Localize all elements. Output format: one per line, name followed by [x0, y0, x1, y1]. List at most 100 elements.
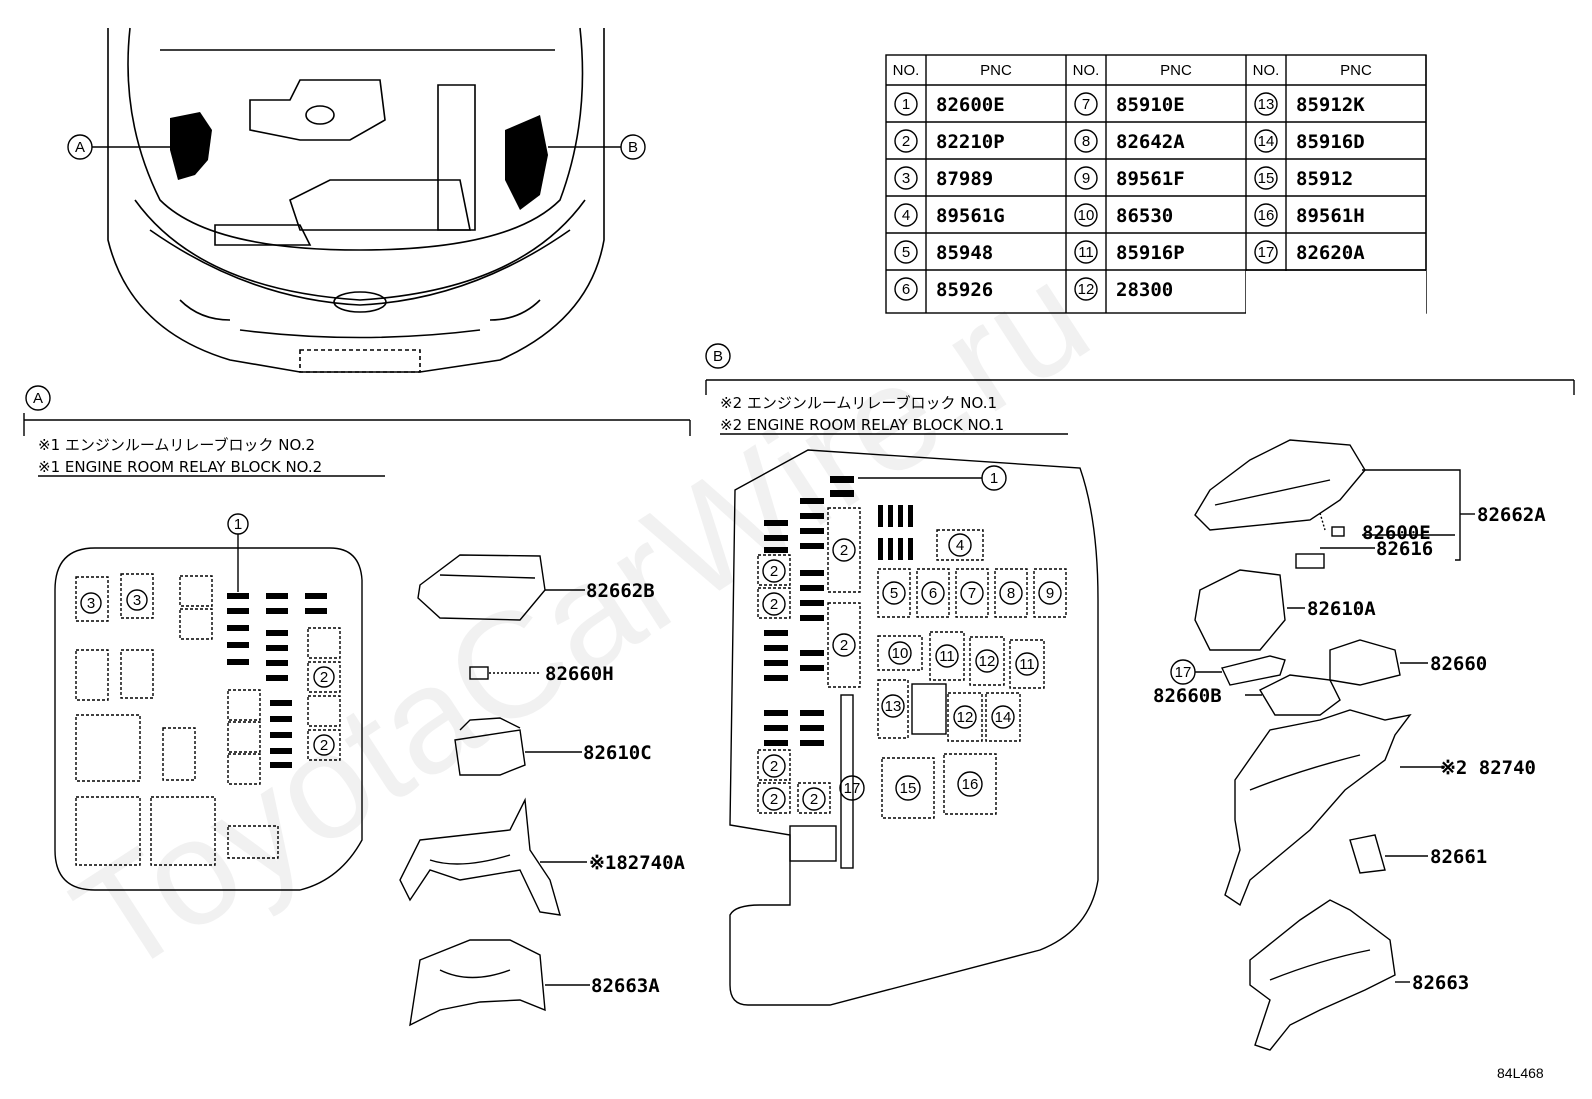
slot-b-2e: 2 — [770, 758, 778, 775]
slot-b-2a: 2 — [840, 542, 848, 559]
table-pnc: 85948 — [936, 242, 993, 264]
table-no-circle — [1074, 240, 1098, 264]
table-pnc: 85912 — [1296, 168, 1353, 190]
part-82616: 82616 — [1376, 538, 1433, 560]
slot-b-2d: 2 — [770, 596, 778, 613]
table-pnc: 85916D — [1296, 131, 1365, 153]
table-pnc: 89561F — [1116, 168, 1185, 190]
table-no: 4 — [902, 207, 910, 224]
part-82662B: 82662B — [586, 580, 655, 602]
table-no: 14 — [1258, 133, 1275, 150]
part-82660B: 82660B — [1153, 685, 1222, 707]
slot-a-2b: 2 — [320, 737, 328, 754]
table-pnc: 82210P — [936, 131, 1005, 153]
slot-b-2f: 2 — [770, 791, 778, 808]
table-no-circle — [1254, 166, 1278, 190]
section-b-label: B — [713, 348, 723, 365]
relay-block-no1-layout — [729, 449, 1099, 1006]
fuses-block-b — [764, 476, 913, 746]
section-b-bracket — [705, 343, 1575, 435]
slot-b-6: 6 — [929, 585, 937, 602]
part-82662A: 82662A — [1477, 504, 1546, 526]
header-pnc-2: PNC — [1160, 62, 1192, 79]
table-no: 9 — [1082, 170, 1090, 187]
slot-b-2c: 2 — [770, 563, 778, 580]
header-no-1: NO. — [893, 62, 920, 79]
table-no: 12 — [1078, 281, 1095, 298]
table-header: NO. PNC NO. PNC NO. PNC — [893, 62, 1372, 79]
table-no-circle — [894, 92, 918, 116]
header-pnc-3: PNC — [1340, 62, 1372, 79]
slot-b-10: 10 — [892, 645, 909, 662]
table-no-circle — [1254, 92, 1278, 116]
table-no-circle — [894, 277, 918, 301]
slot-b-14: 14 — [995, 709, 1012, 726]
table-no-circle — [1254, 203, 1278, 227]
section-a-caption-en: ※1 ENGINE ROOM RELAY BLOCK NO.2 — [38, 458, 322, 476]
header-pnc-1: PNC — [980, 62, 1012, 79]
slot-b-15: 15 — [900, 780, 917, 797]
table-no-circle — [894, 166, 918, 190]
table-pnc: 82642A — [1116, 131, 1185, 153]
part-82740: ※2 82740 — [1440, 757, 1536, 779]
slot-b-12b: 12 — [957, 709, 974, 726]
table-pnc: 87989 — [936, 168, 993, 190]
table-pnc: 28300 — [1116, 279, 1173, 301]
table-pnc: 89561H — [1296, 205, 1365, 227]
part-82740A: ※182740A — [589, 852, 686, 874]
table-no: 16 — [1258, 207, 1275, 224]
section-a-parts — [399, 554, 590, 1027]
label-b: B — [628, 139, 638, 156]
table-no: 7 — [1082, 96, 1090, 113]
slot-a-2a: 2 — [320, 669, 328, 686]
part-82661: 82661 — [1430, 846, 1487, 868]
fuses-block-a — [227, 593, 327, 768]
table-empty-cell — [1246, 271, 1426, 314]
part-82610A: 82610A — [1307, 598, 1376, 620]
table-no-circle — [1254, 129, 1278, 153]
table-no: 17 — [1258, 244, 1275, 261]
part-82610C: 82610C — [583, 742, 652, 764]
slot-b-12a: 12 — [979, 653, 996, 670]
table-no: 5 — [902, 244, 910, 261]
table-no-circle — [894, 240, 918, 264]
table-pnc: 82600E — [936, 94, 1005, 116]
table-no-circle — [1074, 203, 1098, 227]
slot-b-17: 17 — [844, 780, 861, 797]
table-no-circle — [1074, 166, 1098, 190]
diagram-code: 84L468 — [1497, 1065, 1544, 1081]
table-no-circle — [1074, 277, 1098, 301]
part-82663: 82663 — [1412, 972, 1469, 994]
car-front-view — [107, 27, 605, 373]
slot-circles-b — [762, 533, 1062, 811]
table-pnc: 85916P — [1116, 242, 1185, 264]
relay-block-locations — [170, 112, 548, 210]
table-pnc: 89561G — [936, 205, 1005, 227]
section-b-parts — [1170, 439, 1475, 1051]
table-no: 8 — [1082, 133, 1090, 150]
table-no-circle — [1074, 92, 1098, 116]
part-82660H: 82660H — [545, 663, 614, 685]
slot-b-9: 9 — [1046, 585, 1054, 602]
relay-block-no2-layout — [54, 513, 363, 891]
slot-b-2b: 2 — [840, 637, 848, 654]
table-no: 13 — [1258, 96, 1275, 113]
location-callouts — [67, 134, 646, 160]
table-no: 6 — [902, 281, 910, 298]
table-no: 2 — [902, 133, 910, 150]
table-pnc: 86530 — [1116, 205, 1173, 227]
section-a-label: A — [33, 390, 43, 407]
table-pnc: 82620A — [1296, 242, 1365, 264]
slot-b-2g: 2 — [810, 791, 818, 808]
slot-b-16: 16 — [962, 776, 979, 793]
header-no-2: NO. — [1073, 62, 1100, 79]
table-no-circle — [1074, 129, 1098, 153]
slot-a-1: 1 — [234, 516, 242, 533]
section-a-caption-jp: ※1 エンジンルームリレーブロック NO.2 — [38, 436, 315, 454]
slot-b-5: 5 — [890, 585, 898, 602]
slot-b-13: 13 — [885, 698, 902, 715]
section-b-caption-en: ※2 ENGINE ROOM RELAY BLOCK NO.1 — [720, 416, 1004, 434]
table-pnc: 85910E — [1116, 94, 1185, 116]
section-a-bracket — [23, 385, 691, 477]
